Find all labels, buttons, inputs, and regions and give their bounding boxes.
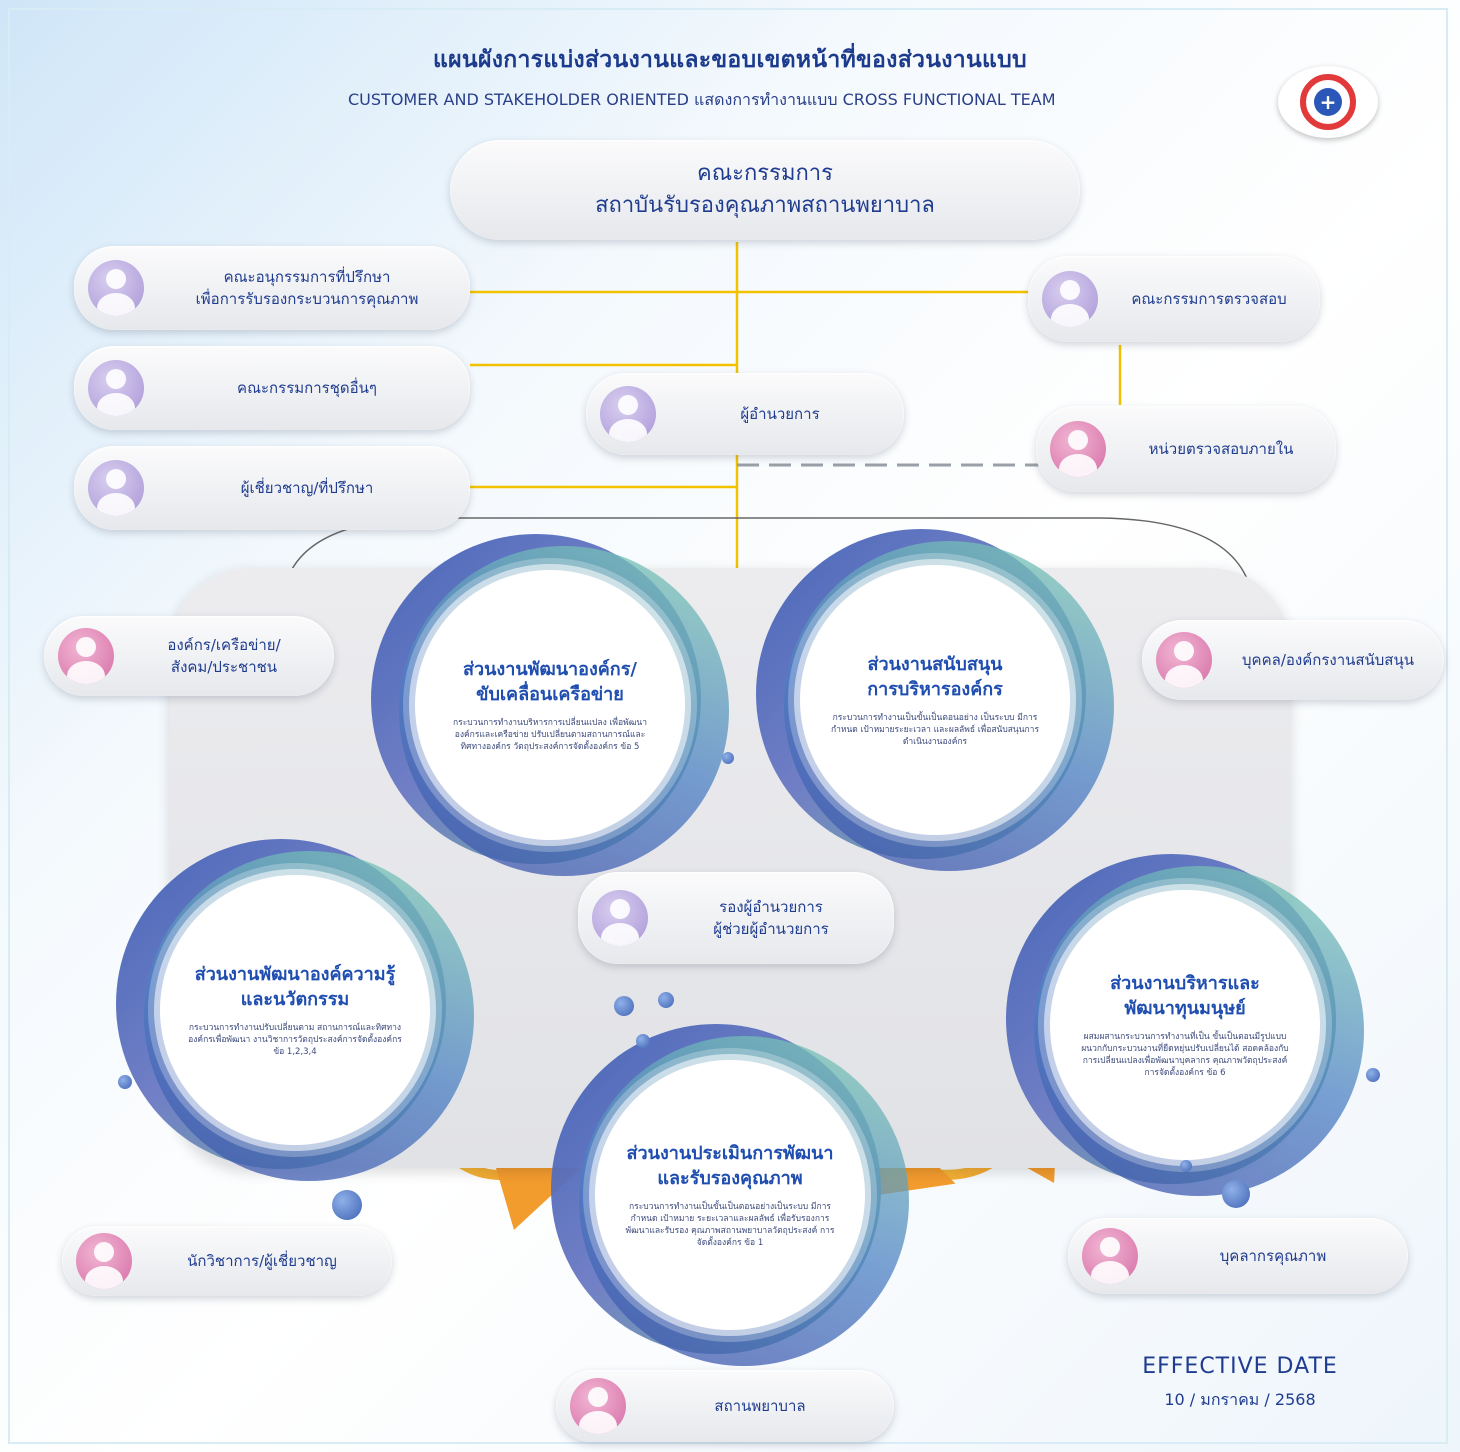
- unit-title: ส่วนงานสนับสนุนการบริหารองค์กร: [867, 654, 1003, 700]
- support-organizations-label: บุคคล/องค์กรงานสนับสนุน: [1242, 651, 1414, 669]
- unit-quality-accreditation: ส่วนงานประเมินการพัฒนาและรับรองคุณภาพ กร…: [551, 1024, 909, 1366]
- logo-cross-icon: +: [1314, 88, 1342, 116]
- decorative-dot: [658, 992, 674, 1008]
- effective-date-label: EFFECTIVE DATE: [1142, 1354, 1338, 1379]
- effective-date-value: 10 / มกราคม / 2568: [1164, 1390, 1316, 1409]
- support-organizations-node: บุคคล/องค์กรงานสนับสนุน: [1142, 620, 1444, 700]
- director-label: ผู้อำนวยการ: [740, 405, 820, 423]
- person-icon: [88, 360, 144, 416]
- unit-title: ส่วนงานพัฒนาองค์ความรู้และนวัตกรรม: [194, 964, 396, 1010]
- page-subtitle: CUSTOMER AND STAKEHOLDER ORIENTED แสดงกา…: [348, 90, 1056, 109]
- decorative-dot: [1366, 1068, 1380, 1082]
- unit-org-development: ส่วนงานพัฒนาองค์กร/ขับเคลื่อนเครือข่าย ก…: [371, 534, 729, 876]
- hospitals-node: สถานพยาบาล: [556, 1370, 894, 1442]
- person-icon: [592, 890, 648, 946]
- other-committees-label: คณะกรรมการชุดอื่นๆ: [237, 379, 377, 397]
- advisory-line1: คณะอนุกรรมการที่ปรึกษา: [223, 268, 391, 286]
- person-icon: [88, 460, 144, 516]
- network-society-node: องค์กร/เครือข่าย/ สังคม/ประชาชน: [44, 616, 334, 696]
- deputy-director-node: รองผู้อำนวยการ ผู้ช่วยผู้อำนวยการ: [578, 872, 894, 964]
- unit-description: กระบวนการทำงานบริหารการเปลี่ยนแปลง เพื่อ…: [453, 718, 647, 752]
- person-icon: [1050, 421, 1106, 477]
- board-committee-node: คณะกรรมการ สถาบันรับรองคุณภาพสถานพยาบาล: [450, 140, 1080, 240]
- person-icon: [76, 1233, 132, 1289]
- academics-experts-node: นักวิชาการ/ผู้เชี่ยวชาญ: [62, 1226, 392, 1296]
- unit-description: กระบวนการทำงานเป็นขั้นเป็นตอนอย่าง เป็นร…: [830, 713, 1040, 747]
- unit-description: กระบวนการทำงานเป็นขั้นเป็นตอนอย่างเป็นระ…: [625, 1202, 835, 1248]
- unit-title: ส่วนงานพัฒนาองค์กร/ขับเคลื่อนเครือข่าย: [463, 659, 637, 705]
- experts-advisors-label: ผู้เชี่ยวชาญ/ที่ปรึกษา: [240, 479, 374, 497]
- internal-audit-label: หน่วยตรวจสอบภายใน: [1148, 440, 1294, 458]
- network-line2: สังคม/ประชาชน: [170, 658, 278, 676]
- decorative-dot: [1222, 1180, 1250, 1208]
- person-icon: [1042, 271, 1098, 327]
- other-committees-node: คณะกรรมการชุดอื่นๆ: [74, 346, 470, 430]
- director-node: ผู้อำนวยการ: [586, 373, 904, 455]
- decorative-dot: [614, 996, 634, 1016]
- network-line1: องค์กร/เครือข่าย/: [167, 636, 281, 654]
- unit-title: ส่วนงานประเมินการพัฒนาและรับรองคุณภาพ: [626, 1143, 834, 1189]
- quality-staff-node: บุคลากรคุณภาพ: [1068, 1218, 1408, 1294]
- advisory-subcommittee-node: คณะอนุกรรมการที่ปรึกษา เพื่อการรับรองกระ…: [74, 246, 470, 330]
- person-icon: [88, 260, 144, 316]
- unit-admin-support: ส่วนงานสนับสนุนการบริหารองค์กร กระบวนการ…: [756, 529, 1114, 871]
- decorative-dot: [332, 1190, 362, 1220]
- board-subtitle: สถาบันรับรองคุณภาพสถานพยาบาล: [595, 193, 935, 218]
- audit-committee-label: คณะกรรมการตรวจสอบ: [1131, 290, 1287, 308]
- unit-human-capital: ส่วนงานบริหารและพัฒนาทุนมนุษย์ ผสมผสานกร…: [1006, 854, 1364, 1196]
- unit-title: ส่วนงานบริหารและพัฒนาทุนมนุษย์: [1110, 973, 1260, 1019]
- audit-committee-node: คณะกรรมการตรวจสอบ: [1028, 256, 1320, 342]
- decorative-dot: [636, 1034, 650, 1048]
- hospitals-label: สถานพยาบาล: [714, 1397, 806, 1415]
- person-icon: [600, 386, 656, 442]
- unit-description: ผสมผสานกระบวนการทำงานที่เป็น ขั้นเป็นตอน…: [1081, 1032, 1289, 1078]
- decorative-dot: [118, 1075, 132, 1089]
- hospital-accreditation-logo: +: [1278, 66, 1378, 138]
- person-icon: [1082, 1228, 1138, 1284]
- decorative-dot: [1180, 1160, 1192, 1172]
- experts-advisors-node: ผู้เชี่ยวชาญ/ที่ปรึกษา: [74, 446, 470, 530]
- page-title: แผนผังการแบ่งส่วนงานและขอบเขตหน้าที่ของส…: [433, 47, 1027, 73]
- decorative-dot: [722, 752, 734, 764]
- advisory-line2: เพื่อการรับรองกระบวนการคุณภาพ: [195, 290, 419, 308]
- unit-description: กระบวนการทำงานปรับเปลี่ยนตาม สถานการณ์แล…: [188, 1023, 402, 1057]
- person-icon: [1156, 632, 1212, 688]
- person-icon: [570, 1378, 626, 1434]
- academics-experts-label: นักวิชาการ/ผู้เชี่ยวชาญ: [187, 1252, 337, 1270]
- person-icon: [58, 628, 114, 684]
- internal-audit-node: หน่วยตรวจสอบภายใน: [1036, 406, 1336, 492]
- quality-staff-label: บุคลากรคุณภาพ: [1219, 1247, 1327, 1265]
- deputy-line2: ผู้ช่วยผู้อำนวยการ: [713, 920, 829, 938]
- deputy-line1: รองผู้อำนวยการ: [719, 898, 823, 916]
- board-title: คณะกรรมการ: [697, 161, 833, 186]
- unit-knowledge-innovation: ส่วนงานพัฒนาองค์ความรู้และนวัตกรรม กระบว…: [116, 839, 474, 1181]
- logo-ring-icon: +: [1300, 74, 1356, 130]
